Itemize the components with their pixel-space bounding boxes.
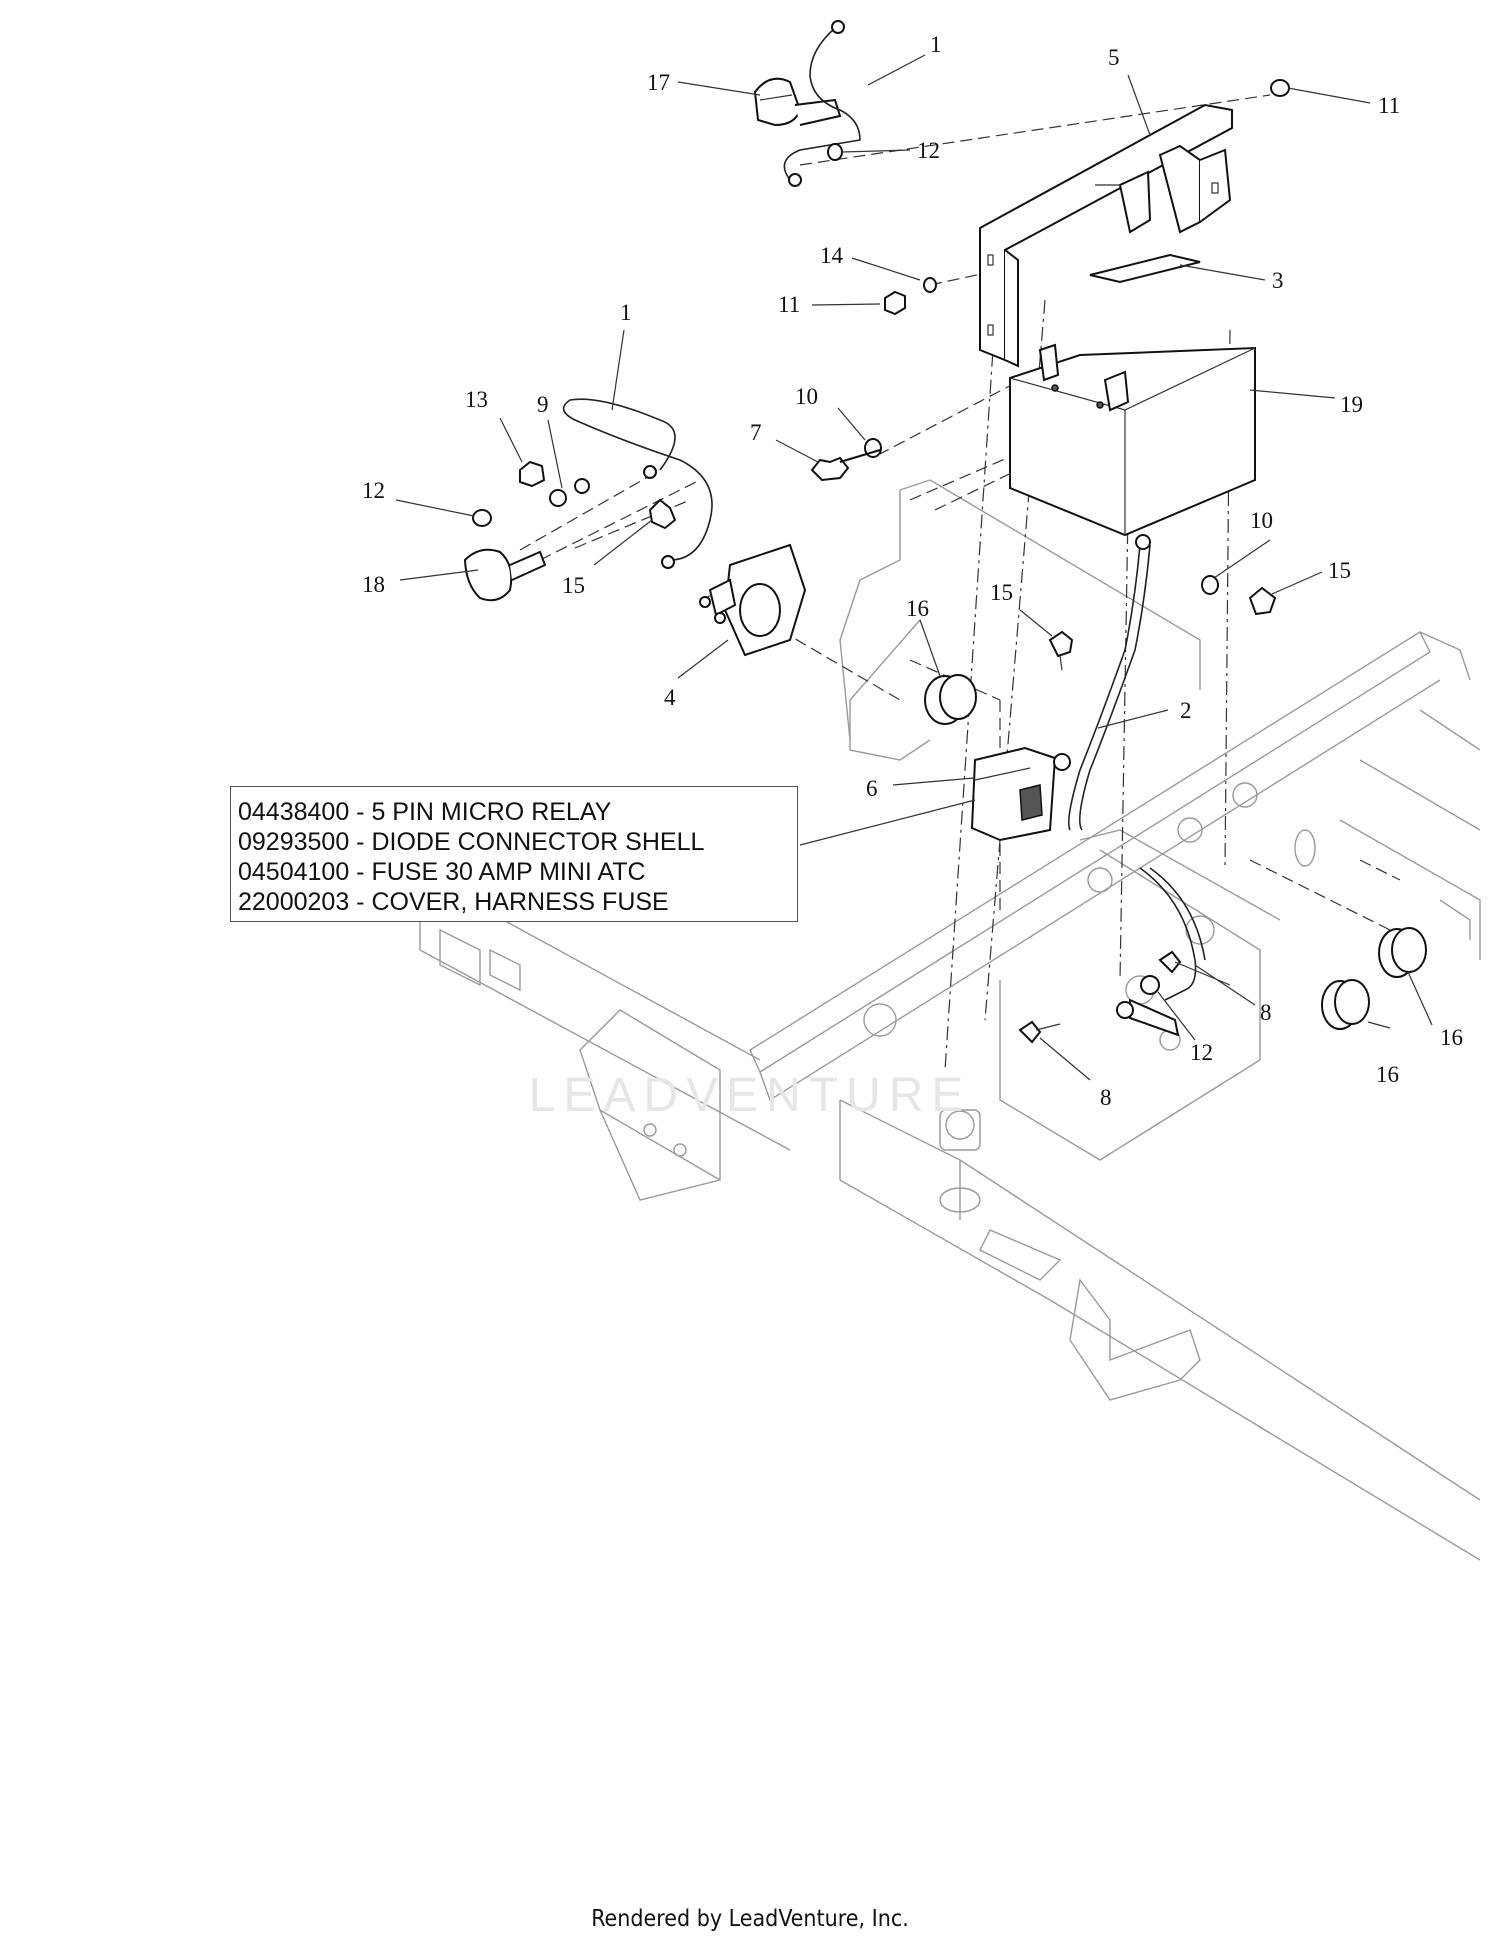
callout-13: 13	[465, 387, 488, 412]
assembly-lines	[519, 94, 1401, 1071]
nut-part-12-left	[472, 509, 492, 527]
legend-line-diode: 09293500 - DIODE CONNECTOR SHELL	[238, 828, 705, 856]
footer-credit: Rendered by LeadVenture, Inc.	[591, 1906, 909, 1932]
grommet-part-16-right-b	[1378, 927, 1427, 978]
callout-16-right-b: 16	[1376, 1062, 1399, 1087]
legend-line-fuse: 04504100 - FUSE 30 AMP MINI ATC	[238, 858, 646, 886]
callout-1-lower: 1	[620, 300, 632, 325]
nut-part-12-upper	[827, 143, 843, 161]
callout-6: 6	[866, 776, 878, 801]
battery-cable-part-1-upper	[783, 20, 861, 187]
nut-part-13	[519, 460, 546, 488]
watermark: LEADVENTURE	[528, 1069, 972, 1122]
cable-part-1-lower	[562, 398, 713, 569]
callout-15-left: 15	[562, 573, 585, 598]
callout-8-right: 8	[1260, 1000, 1272, 1025]
callout-14: 14	[820, 243, 844, 268]
callout-15-center: 15	[990, 580, 1013, 605]
washer-part-14	[923, 277, 937, 293]
bolt-part-8-right	[1158, 950, 1231, 986]
callout-19: 19	[1340, 392, 1363, 417]
callout-10-left: 10	[795, 384, 818, 409]
washer-part-10-right	[1201, 575, 1219, 595]
callout-11-top: 11	[1378, 93, 1400, 118]
lower-cable	[1116, 867, 1206, 1037]
terminal-boot-part-18	[463, 548, 547, 602]
callout-10-right: 10	[1250, 508, 1273, 533]
callout-5: 5	[1108, 45, 1120, 70]
callout-8-left: 8	[1100, 1085, 1112, 1110]
callout-3: 3	[1272, 268, 1284, 293]
callout-9: 9	[537, 392, 549, 417]
callout-1-upper: 1	[930, 32, 942, 57]
callout-12-lower: 12	[1190, 1040, 1213, 1065]
nut-part-12-lower	[1140, 975, 1160, 995]
nut-part-11-upper	[1270, 79, 1290, 97]
legend-line-cover: 22000203 - COVER, HARNESS FUSE	[238, 888, 669, 916]
fuse-holder-part-6	[970, 746, 1071, 842]
callout-7: 7	[750, 420, 762, 445]
bolt-part-15-center	[1048, 630, 1074, 671]
battery-bracket-part-5	[979, 103, 1233, 368]
bolt-part-8-left	[1018, 1020, 1061, 1044]
callout-12-left: 12	[362, 478, 385, 503]
parts-legend: 04438400 - 5 PIN MICRO RELAY 09293500 - …	[230, 786, 798, 922]
mower-frame	[419, 479, 1481, 1561]
grommet-part-16-right-a	[1321, 979, 1370, 1030]
callout-16-left: 16	[906, 596, 929, 621]
battery-part-19	[1009, 343, 1256, 537]
terminal-cover-part-17	[753, 77, 842, 127]
bolt-part-15-left	[648, 498, 677, 530]
callout-numbers: 1 17 5 11 12 14 11 3 1 19 13 9 10 7 12 1…	[362, 32, 1463, 1110]
callout-4: 4	[664, 685, 676, 710]
leader-lines	[395, 54, 1433, 1081]
callout-11-middle: 11	[778, 292, 800, 317]
legend-line-relay: 04438400 - 5 PIN MICRO RELAY	[238, 798, 612, 826]
bolt-part-15-right	[1248, 586, 1277, 616]
callout-15-right: 15	[1328, 558, 1351, 583]
lock-washer-part-9	[549, 478, 590, 507]
solenoid-part-4	[699, 543, 807, 657]
ground-cable-part-2	[1067, 534, 1151, 831]
callout-2: 2	[1180, 698, 1192, 723]
callout-18: 18	[362, 572, 385, 597]
bolt-part-7	[810, 449, 881, 482]
callout-17: 17	[647, 70, 670, 95]
battery-pad-part-3	[1089, 253, 1201, 284]
grommet-part-16-left	[924, 674, 977, 725]
callout-16-right-a: 16	[1440, 1025, 1463, 1050]
nut-part-11-middle	[884, 290, 906, 316]
callout-12-top: 12	[917, 138, 940, 163]
